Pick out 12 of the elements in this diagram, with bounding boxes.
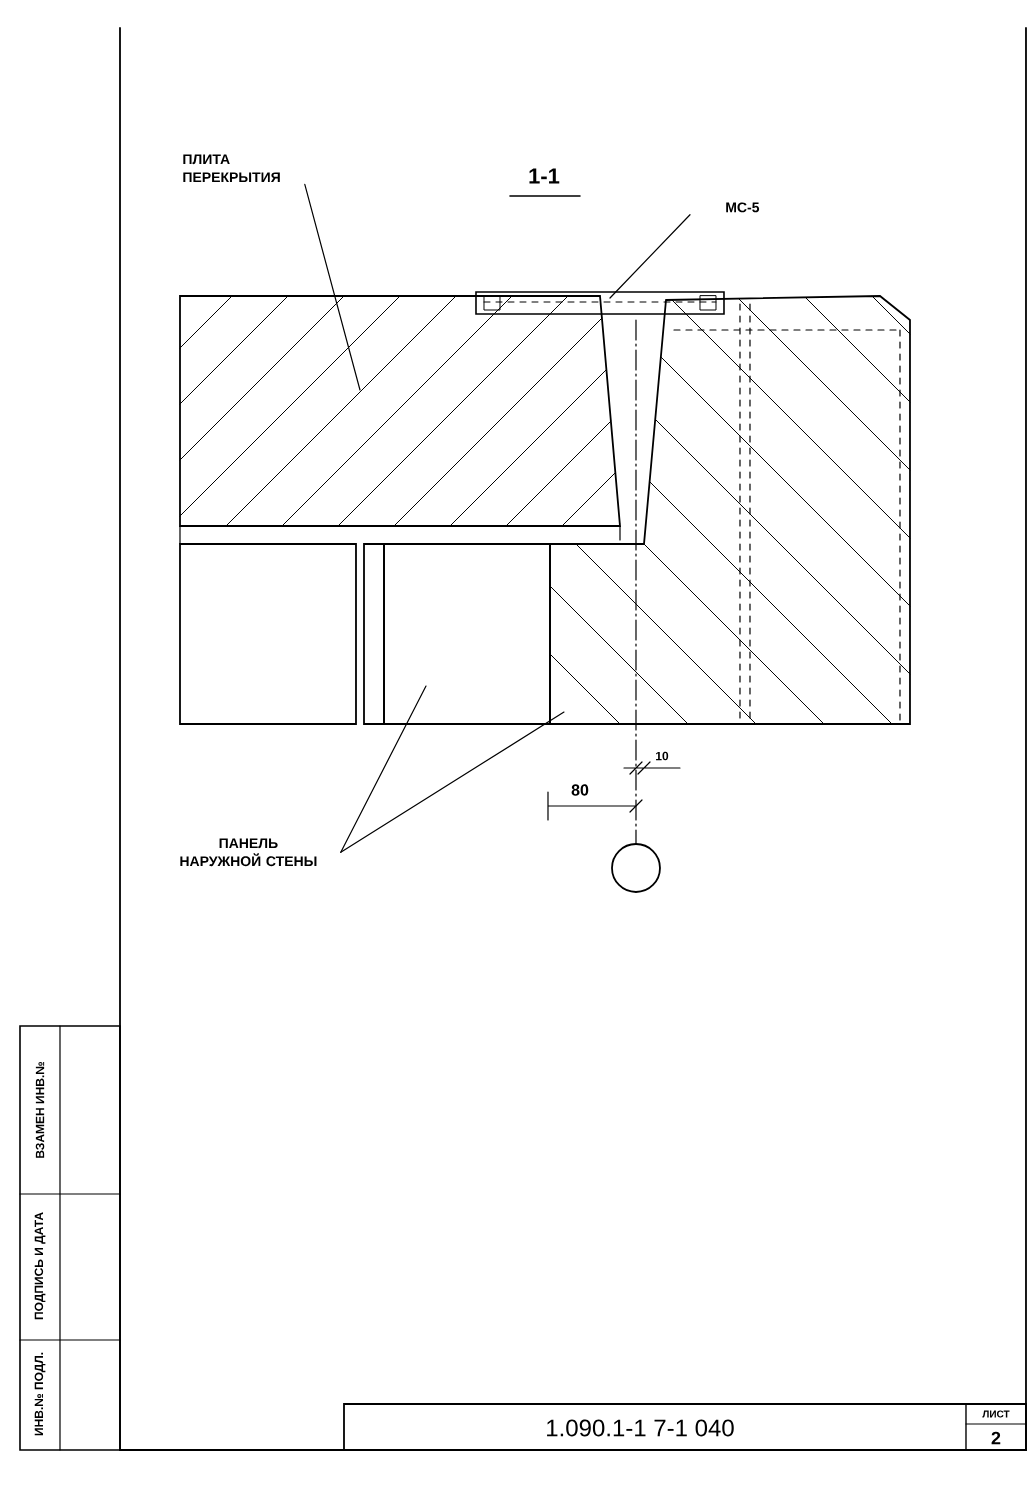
- leader-line: [340, 685, 427, 853]
- wall-panel: [383, 543, 551, 725]
- leader-line: [304, 183, 361, 391]
- leader-line: [340, 711, 565, 853]
- section-title: 1-1: [529, 168, 560, 184]
- wall-panel: [549, 295, 911, 725]
- leader-line: [609, 214, 691, 299]
- dimension-text: 80: [571, 784, 589, 796]
- floor-slab: [179, 295, 621, 545]
- document-code: 1.090.1-1 7-1 040: [547, 1419, 734, 1437]
- embedded-plate: [475, 291, 725, 315]
- sheet-number: 2: [991, 1431, 1001, 1445]
